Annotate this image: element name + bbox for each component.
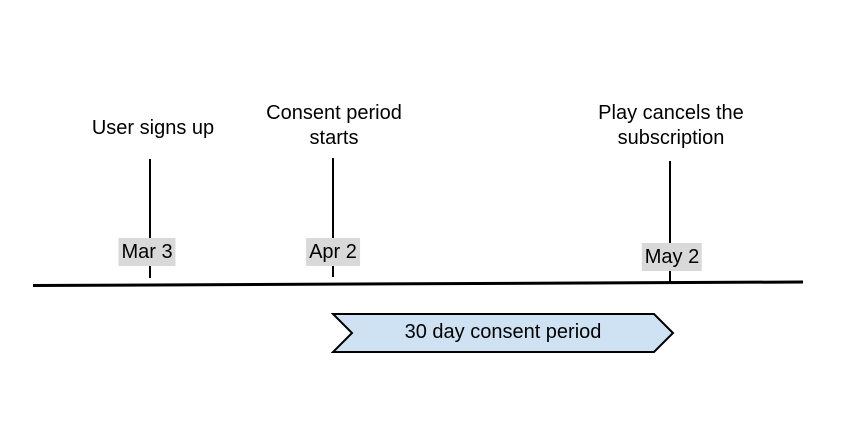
chevron-arrow-shape xyxy=(331,313,675,353)
date-chip-apr-2: Apr 2 xyxy=(306,238,360,266)
consent-period-banner-label: 30 day consent period xyxy=(404,320,602,343)
event-label-consent-period-starts: Consent period starts xyxy=(266,102,402,149)
date-chip-mar-3: Mar 3 xyxy=(118,238,176,266)
event-label-play-cancels-subscription: Play cancels the subscription xyxy=(598,102,744,149)
timeline-axis-line xyxy=(32,280,803,287)
event-tick-mar-3 xyxy=(149,159,151,278)
event-tick-apr-2 xyxy=(332,158,334,277)
consent-period-banner xyxy=(331,313,675,353)
date-chip-may-2: May 2 xyxy=(641,243,703,271)
event-tick-may-2 xyxy=(669,161,671,282)
event-label-user-signs-up: User signs up xyxy=(91,117,215,139)
